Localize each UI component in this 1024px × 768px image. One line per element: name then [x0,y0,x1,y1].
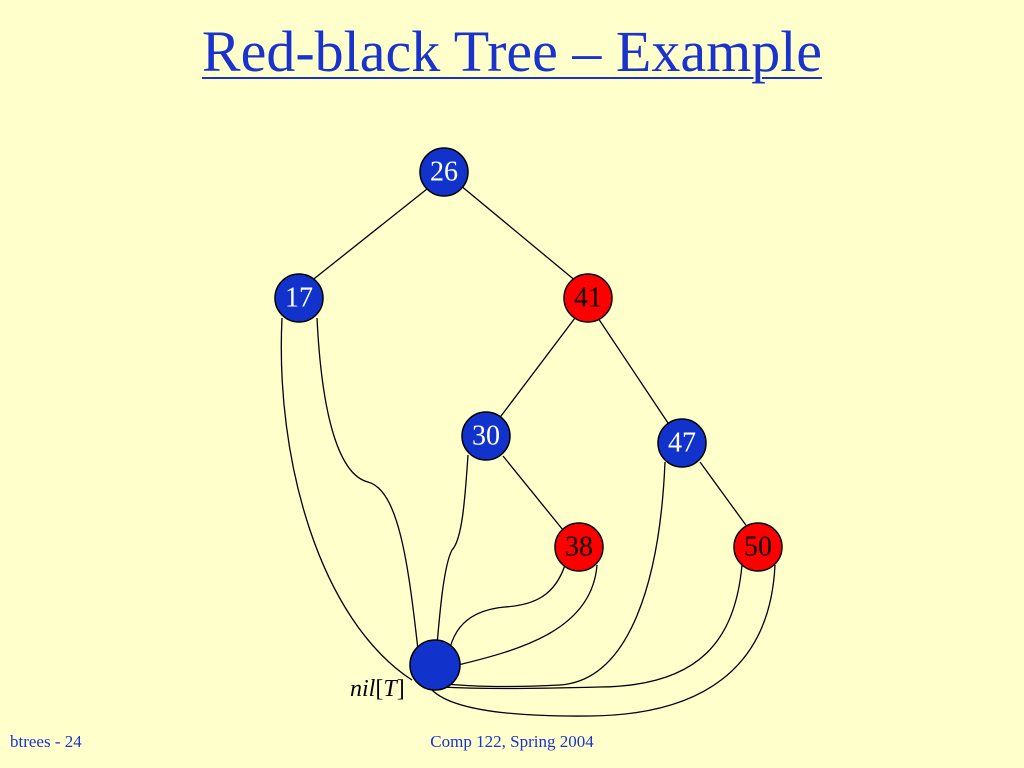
nil-label-tree-var: T [383,676,397,702]
node-30-key: 30 [472,421,500,452]
footer-course-info: Comp 122, Spring 2004 [430,732,594,751]
nil-link-30-left [436,454,469,646]
slide-title: Red-black Tree – Example [201,19,823,84]
node-26-key: 26 [430,157,458,188]
edge-41-30 [497,317,576,421]
nil-link-17-right [316,317,419,651]
nil-sentinel-label: nil[T] [350,676,405,703]
node-38-circle [554,522,604,572]
nil-sentinel-node [409,639,461,691]
node-17-circle [274,273,324,323]
nil-label-close-bracket: ] [396,676,405,702]
node-30-circle [461,411,511,461]
node-47-key: 47 [668,428,696,459]
nil-label-open-bracket: [ [375,676,384,702]
nil-link-47-left [444,461,666,688]
nil-label-word: nil [350,676,376,702]
tree-edges [309,184,749,531]
node-50: 50 [733,522,783,572]
edge-26-41 [459,184,578,283]
edge-26-17 [309,184,433,283]
nil-link-17-left [280,317,413,681]
node-38: 38 [554,522,604,572]
node-38-key: 38 [565,532,593,563]
node-50-key: 50 [744,532,772,563]
nil-links [280,317,776,717]
nil-link-50-left [439,564,743,690]
node-17-key: 17 [285,283,313,314]
nil-link-38-right [457,564,598,666]
node-30: 30 [461,411,511,461]
node-47-circle [657,418,707,468]
footer-slide-number: btrees - 24 [10,732,82,751]
node-26-circle [419,147,469,197]
node-50-circle [733,522,783,572]
node-41-circle [563,273,613,323]
node-26: 26 [419,147,469,197]
nil-link-50-right [431,564,776,717]
nil-link-38-left [449,564,566,649]
edge-41-47 [597,317,671,427]
node-41: 41 [563,273,613,323]
node-17: 17 [274,273,324,323]
node-41-key: 41 [574,283,602,314]
edge-47-50 [699,461,749,529]
node-47: 47 [657,418,707,468]
edge-30-38 [502,455,564,531]
